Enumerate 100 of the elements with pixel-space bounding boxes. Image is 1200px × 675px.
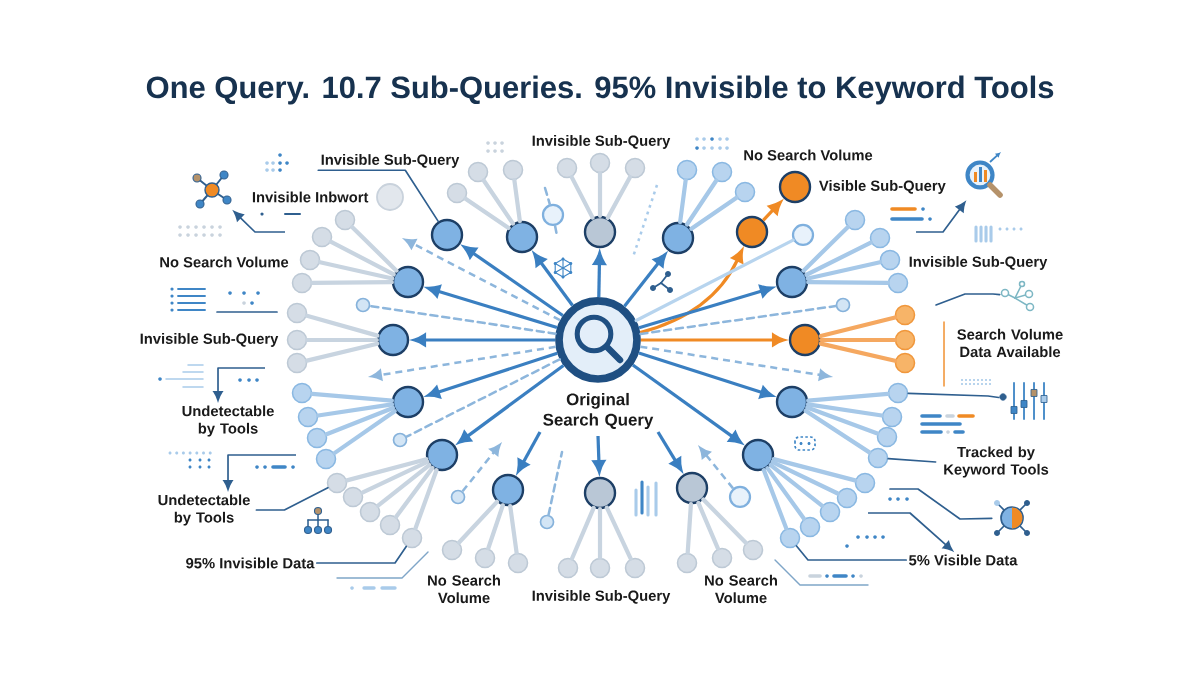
leaf-circle (326, 472, 348, 494)
dashed-arrow (699, 447, 734, 490)
circle (541, 203, 565, 227)
connector-line (508, 503, 519, 555)
connector-line (761, 468, 789, 531)
connector-line (605, 174, 633, 220)
leaf-circle (854, 472, 876, 494)
connector-line (305, 337, 379, 343)
hub-circle (735, 215, 769, 249)
callout-label: Invisible Sub-Query (321, 154, 460, 168)
connector-line (512, 178, 522, 224)
connector-line (765, 466, 807, 521)
hub-circle (775, 265, 809, 299)
connector-line (317, 260, 395, 281)
connector-line (569, 175, 595, 220)
node-label: Original Search Query (543, 392, 654, 430)
connector-line (604, 505, 633, 561)
connector-line (806, 280, 890, 285)
connector-line (818, 341, 898, 363)
hub-circle (430, 218, 464, 252)
leaf-circle (881, 406, 903, 428)
leaf-circle (779, 527, 801, 549)
callout-label: Undetectable by Tools (158, 494, 250, 526)
connector-line (889, 488, 993, 520)
connector-line (701, 497, 748, 545)
connector-line (329, 239, 396, 277)
dashed-line (369, 304, 557, 335)
leaf-circle (869, 227, 891, 249)
arrow (223, 454, 297, 491)
connector-line (481, 178, 516, 226)
callout-label: 95% Invisible Data (186, 557, 315, 569)
leaf-circle (879, 249, 901, 271)
callout-label: Undetectable by Tools (182, 405, 274, 437)
leaf-circle (359, 501, 381, 523)
connector-line (935, 293, 1001, 306)
node-label: Invisible Inbwort (252, 191, 369, 203)
connector-line (801, 225, 850, 273)
leaf-circle (799, 516, 821, 538)
network-icon (192, 170, 232, 209)
leaf-circle (379, 514, 401, 536)
hub-circle (391, 265, 425, 299)
connector-line (456, 499, 500, 545)
connector-line (316, 402, 395, 418)
leaf-circle (342, 486, 364, 508)
dashed-line (547, 450, 564, 517)
connector-line (907, 392, 1000, 399)
connector-line (684, 178, 719, 227)
connector-line (689, 195, 739, 231)
connector-line (350, 225, 399, 273)
slider-icon (999, 382, 1048, 420)
connector-line (819, 337, 897, 343)
leaf-circle (291, 272, 313, 294)
connector-line (597, 171, 603, 218)
leaf-circle (306, 427, 328, 449)
leaf-circle (887, 382, 909, 404)
leaf-circle (742, 539, 764, 561)
leaf-circle (502, 159, 524, 181)
leaf-circle (876, 426, 898, 448)
leaf-circle (836, 487, 858, 509)
connector-line (768, 462, 825, 508)
hub-circle (491, 473, 525, 507)
connector-line (804, 240, 873, 277)
connector-line (818, 315, 898, 339)
connector-line (324, 405, 396, 437)
arrow (233, 210, 286, 233)
connector-line (304, 313, 380, 338)
leaf-circle (676, 159, 698, 181)
connector-line (344, 457, 429, 483)
hub-circle (661, 221, 695, 255)
text-label: No Search Volume (160, 256, 289, 268)
connector-line (569, 505, 596, 561)
connector-line (805, 260, 883, 281)
text-label: Invisible Sub-Query (532, 590, 671, 604)
leader-line (795, 545, 908, 561)
connector-line (310, 391, 394, 403)
leaf-circle (315, 448, 337, 470)
leaf-circle (894, 352, 916, 374)
dashed-arrow (461, 444, 501, 493)
hub-circle (788, 323, 822, 357)
hub-circle (583, 215, 617, 249)
connector-line (463, 196, 511, 231)
circle (791, 223, 815, 247)
leaf-circle (291, 382, 313, 404)
text-label: No Search Volume (428, 574, 500, 604)
dashed-line (543, 186, 552, 206)
leader-line (887, 457, 937, 463)
connector-line (304, 341, 380, 363)
text-label: Search Volume Data Available (957, 328, 1063, 358)
connector-line (332, 409, 397, 456)
leaf-circle (711, 547, 733, 569)
connector-line (805, 405, 880, 436)
leaf-circle (557, 557, 579, 579)
leaf-circle (507, 552, 529, 574)
callout-label: Tracked by Keyword Tools (944, 446, 1049, 478)
leaf-circle (446, 182, 468, 204)
text-label: No Search Volume (744, 149, 873, 161)
hub-circle (775, 385, 809, 419)
leaf-circle (401, 527, 423, 549)
text-label: Invisible Sub-Query (532, 135, 671, 149)
network-icon (1000, 280, 1035, 312)
